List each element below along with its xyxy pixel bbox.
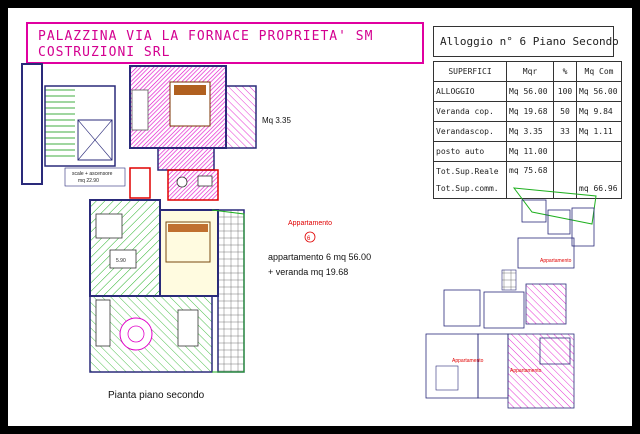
table-row: Tot.Sup.Reale Tot.Sup.comm. mq 75.68 mq … xyxy=(433,161,622,199)
plan-caption: Pianta piano secondo xyxy=(108,390,205,401)
table-cell: mq 66.96 xyxy=(576,161,622,199)
veranda-side xyxy=(217,209,245,373)
apartment-label: Appartamento xyxy=(288,220,332,227)
bed-headboard xyxy=(174,85,206,95)
key-plan xyxy=(425,187,597,409)
apartment-number-circle xyxy=(304,231,316,243)
stairwell xyxy=(21,63,126,187)
table-cell: Tot.Sup.Reale Tot.Sup.comm. xyxy=(433,161,507,199)
veranda-area: + veranda mq 19.68 xyxy=(268,267,348,277)
hallway xyxy=(157,147,215,171)
table-cell: Mq 56.00 xyxy=(576,81,622,102)
kitchen xyxy=(159,209,219,297)
apartment-area: appartamento 6 mq 56.00 xyxy=(268,252,371,262)
apartment-info-text: Alloggio n° 6 Piano Secondo xyxy=(440,35,619,48)
toilet-icon xyxy=(176,176,188,188)
wardrobe xyxy=(131,89,149,131)
surface-table: SUPERFICI Mqr % Mq Com ALLOGGIO Mq 56.00… xyxy=(433,61,622,199)
keyplan-label-lower-2: Appartamento xyxy=(510,368,542,374)
drawing-sheet: PALAZZINA VIA LA FORNACE PROPRIETA' SM C… xyxy=(8,8,632,426)
table-cell: mq 75.68 xyxy=(506,161,554,199)
title-line-2: COSTRUZIONI SRL xyxy=(38,45,171,60)
sofa-icon xyxy=(95,299,111,347)
terrace-area: Mq 3.35 xyxy=(262,116,291,125)
title-box: PALAZZINA VIA LA FORNACE PROPRIETA' SM C… xyxy=(26,22,424,64)
closet xyxy=(129,167,151,199)
table-row: Veranda cop. Mq 19.68 50 Mq 9.84 xyxy=(433,101,622,122)
bed-icon-2 xyxy=(165,221,211,263)
keyplan-label-upper: Appartamento xyxy=(540,258,572,264)
armchair-icon xyxy=(177,309,199,347)
table-header: Mq Com xyxy=(576,61,622,82)
keyplan-label-lower-1: Appartamento xyxy=(452,358,484,364)
terrace xyxy=(225,85,257,149)
table-row: Verandascop. Mq 3.35 33 Mq 1.11 xyxy=(433,121,622,142)
table-icon xyxy=(95,213,123,239)
sink-icon xyxy=(197,175,213,187)
bed-headboard-2 xyxy=(168,224,208,232)
table-header-row: SUPERFICI Mqr % Mq Com xyxy=(433,61,622,82)
title-line-1: PALAZZINA VIA LA FORNACE PROPRIETA' SM xyxy=(38,29,374,44)
apartment-info-box: Alloggio n° 6 Piano Secondo xyxy=(433,26,619,57)
apartment-number: 6 xyxy=(307,236,311,242)
grid-box xyxy=(109,249,137,269)
svg-text:5.90: 5.90 xyxy=(116,258,126,264)
floor-plan: scale + ascensore mq 22.90 Mq 3.35 5.90 xyxy=(21,63,597,409)
stair-note: scale + ascensore xyxy=(72,171,113,177)
table-row: posto auto Mq 11.00 xyxy=(433,141,622,162)
stair-area: mq 22.90 xyxy=(78,178,99,184)
